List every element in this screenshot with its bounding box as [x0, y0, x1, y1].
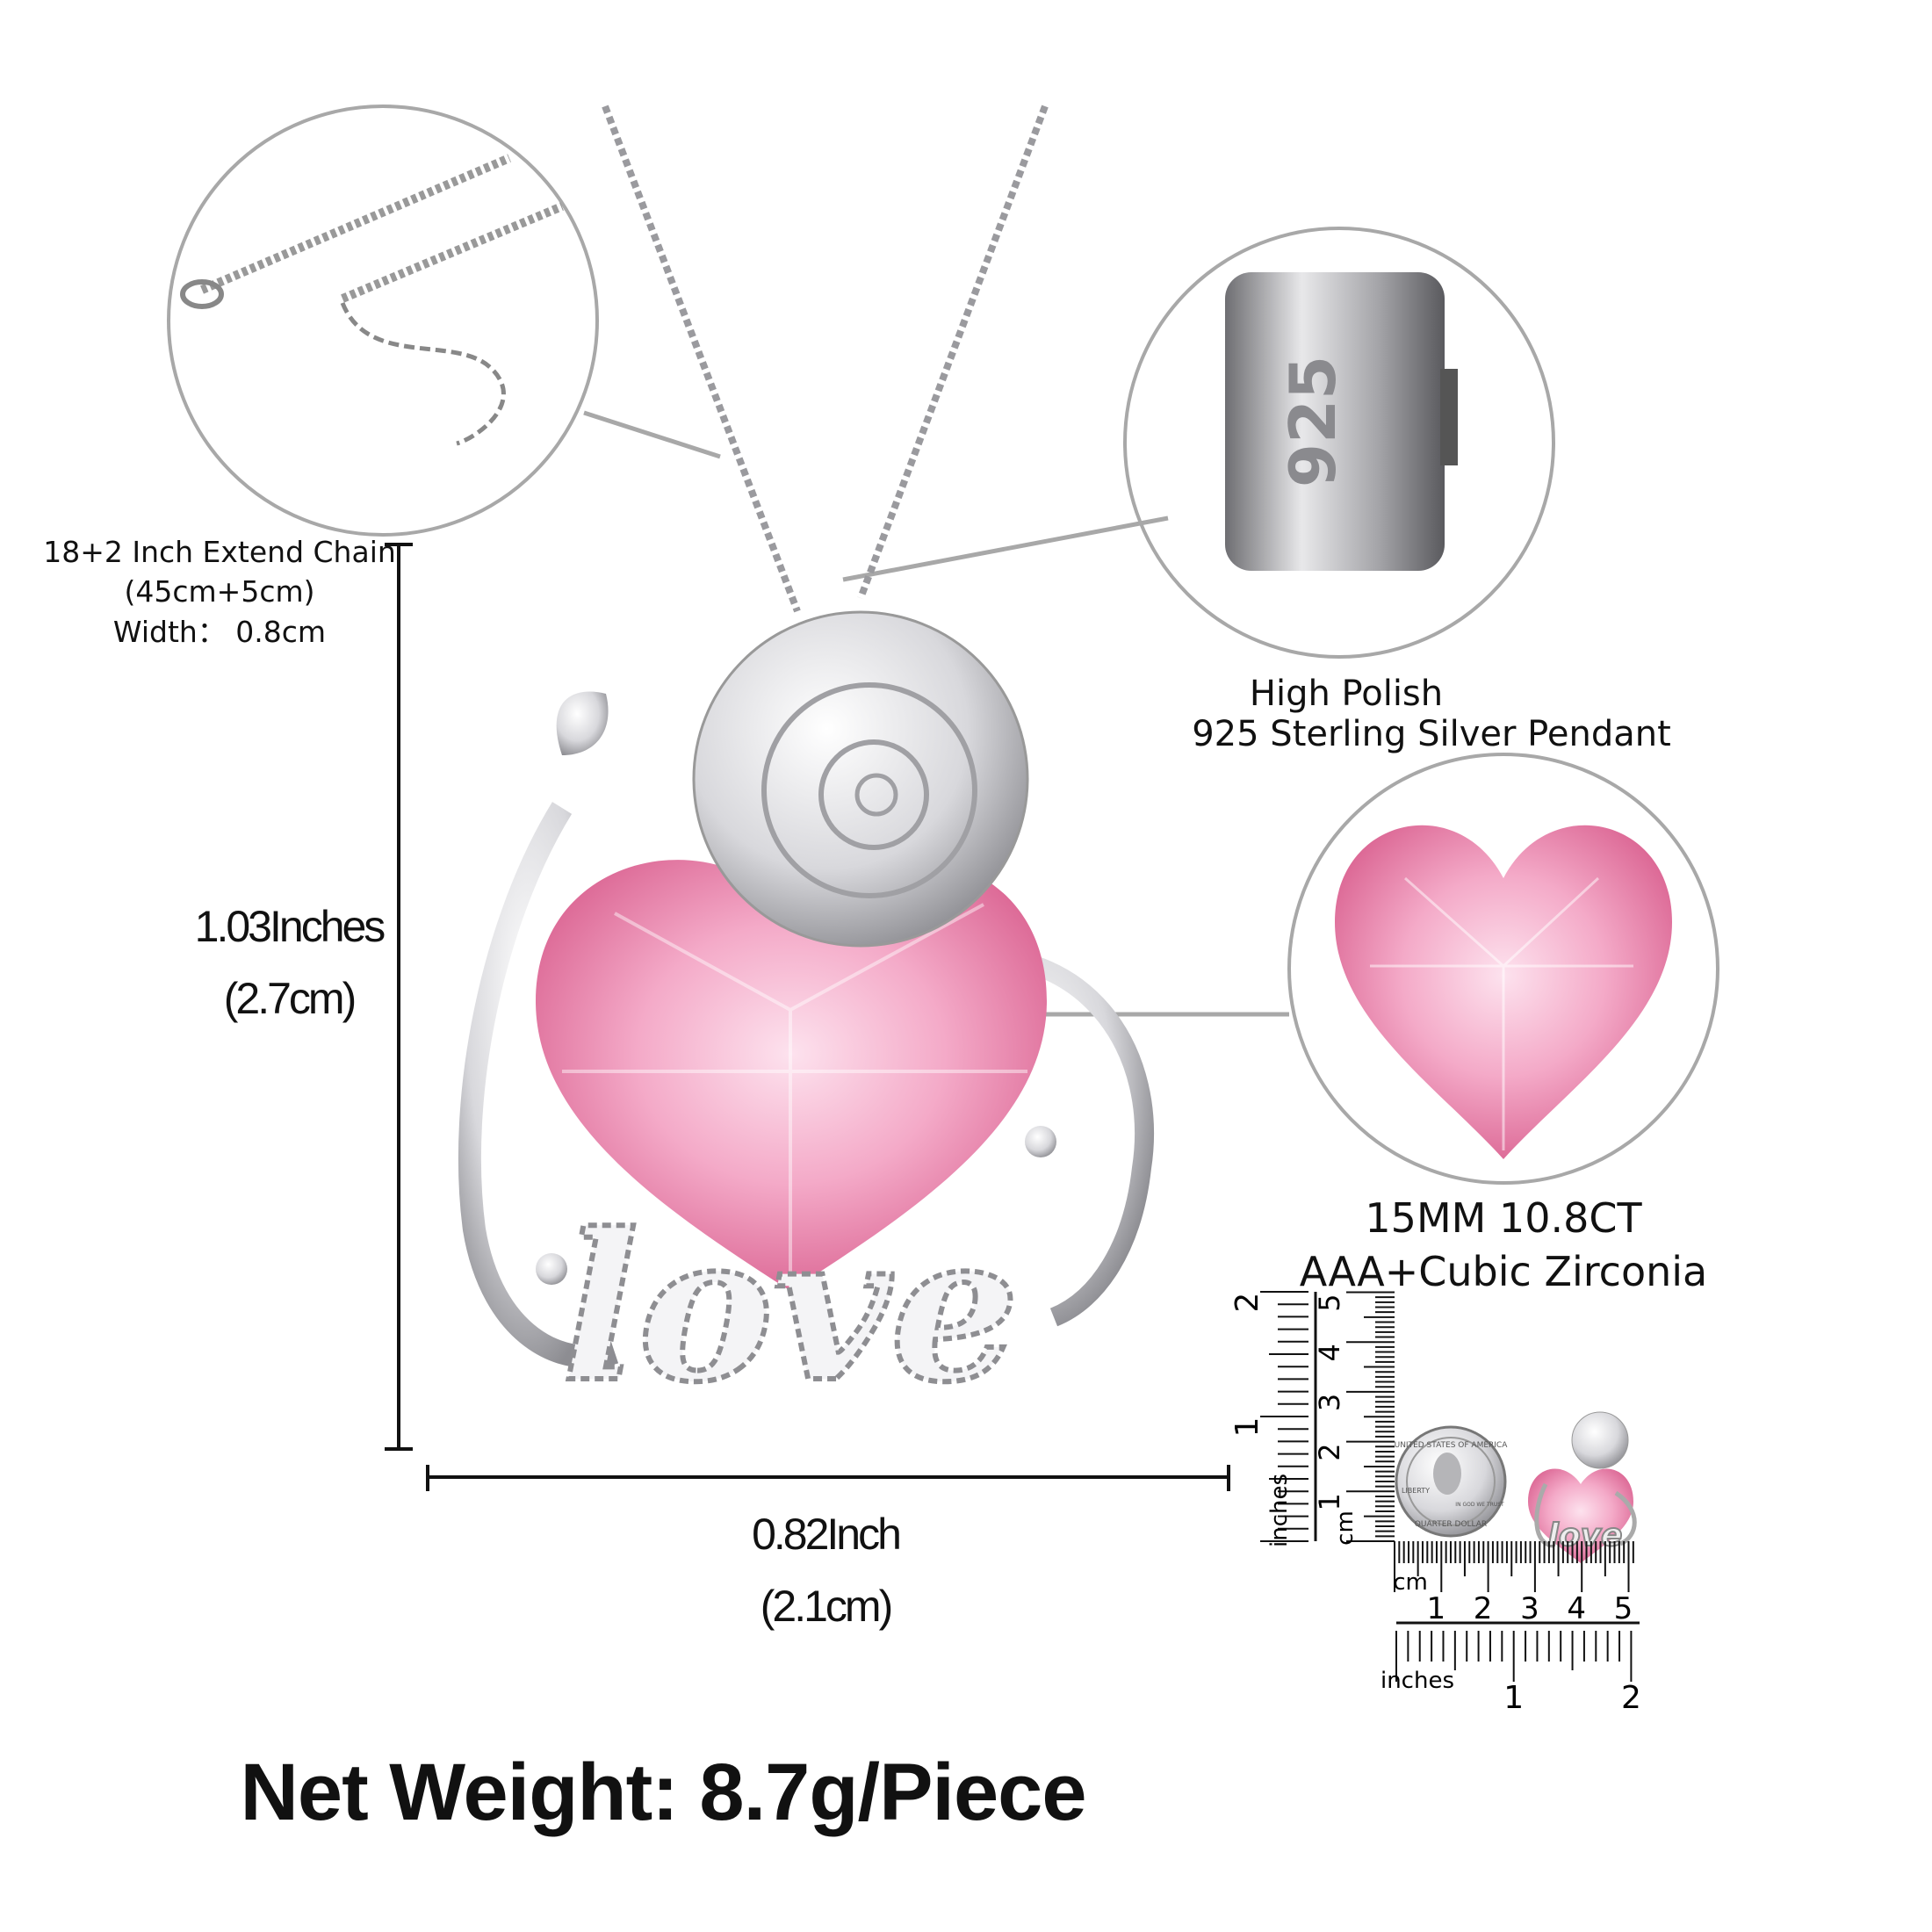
vertical-cm-label: 4	[1313, 1344, 1346, 1361]
stone-detail-circle	[1287, 753, 1719, 1185]
vertical-inch-label: 2	[1229, 1293, 1265, 1313]
vertical-inch-unit: inches	[1266, 1474, 1293, 1547]
vertical-inch-label: 1	[1229, 1417, 1265, 1438]
main-pendant: love	[458, 105, 1155, 1430]
height-cm-label: (2.7cm)	[223, 974, 357, 1023]
net-weight-label: Net Weight: 8.7g/Piece	[240, 1748, 1086, 1837]
stone-size-label: 15MM 10.8CT	[1365, 1194, 1642, 1242]
horizontal-cm-label: 4	[1567, 1591, 1586, 1626]
horizontal-cm-label: 2	[1474, 1591, 1493, 1626]
width-dimension-line	[426, 1465, 1230, 1491]
stamp-mark: 925	[1276, 356, 1350, 487]
horizontal-inch-unit: inches	[1381, 1668, 1454, 1694]
width-inches-label: 0.82Inch	[752, 1510, 902, 1559]
vertical-cm-label: 1	[1313, 1493, 1346, 1510]
sterling-silver-label: 925 Sterling Silver Pendant	[1192, 714, 1671, 754]
vertical-cm-label: 2	[1313, 1443, 1346, 1460]
chain-length-cm-label: (45cm+5cm)	[124, 574, 315, 609]
stamp-detail-circle: 925	[1123, 227, 1555, 659]
vertical-cm-unit: cm	[1332, 1510, 1359, 1546]
chain-detail-circle	[167, 105, 599, 537]
horizontal-cm-label: 3	[1520, 1591, 1539, 1626]
coin-top-text: UNITED STATES OF AMERICA	[1395, 1441, 1509, 1450]
height-inches-label: 1.03Inches	[194, 902, 386, 951]
coin-portrait	[1433, 1453, 1461, 1495]
horizontal-cm-unit: cm	[1393, 1569, 1428, 1596]
horizontal-cm-label: 1	[1426, 1591, 1445, 1626]
horizontal-inch-label: 1	[1503, 1680, 1524, 1716]
width-cm-label: (2.1cm)	[760, 1582, 893, 1631]
callout-line	[842, 515, 1169, 582]
callout-line	[583, 410, 721, 459]
pendant-love-word: love	[562, 1190, 1020, 1427]
horizontal-inch-label: 2	[1621, 1680, 1641, 1716]
coin-motto-text: IN GOD WE TRUST	[1455, 1502, 1504, 1508]
coin-left-text: LIBERTY	[1402, 1487, 1430, 1495]
high-polish-label: High Polish	[1249, 674, 1444, 714]
coin-bottom-text: QUARTER DOLLAR	[1415, 1520, 1487, 1529]
stone-type-label: AAA+Cubic Zirconia	[1299, 1248, 1708, 1295]
chain-width-label: Width： 0.8cm	[112, 615, 327, 649]
vertical-cm-label: 3	[1313, 1394, 1346, 1411]
chain-length-label: 18+2 Inch Extend Chain	[43, 535, 396, 569]
horizontal-cm-label: 5	[1614, 1591, 1633, 1626]
height-dimension-line	[385, 543, 413, 1451]
vertical-cm-label: 5	[1313, 1294, 1346, 1311]
quarter-coin: UNITED STATES OF AMERICA LIBERTY QUARTER…	[1395, 1425, 1509, 1538]
mini-pendant: love	[1528, 1411, 1637, 1563]
